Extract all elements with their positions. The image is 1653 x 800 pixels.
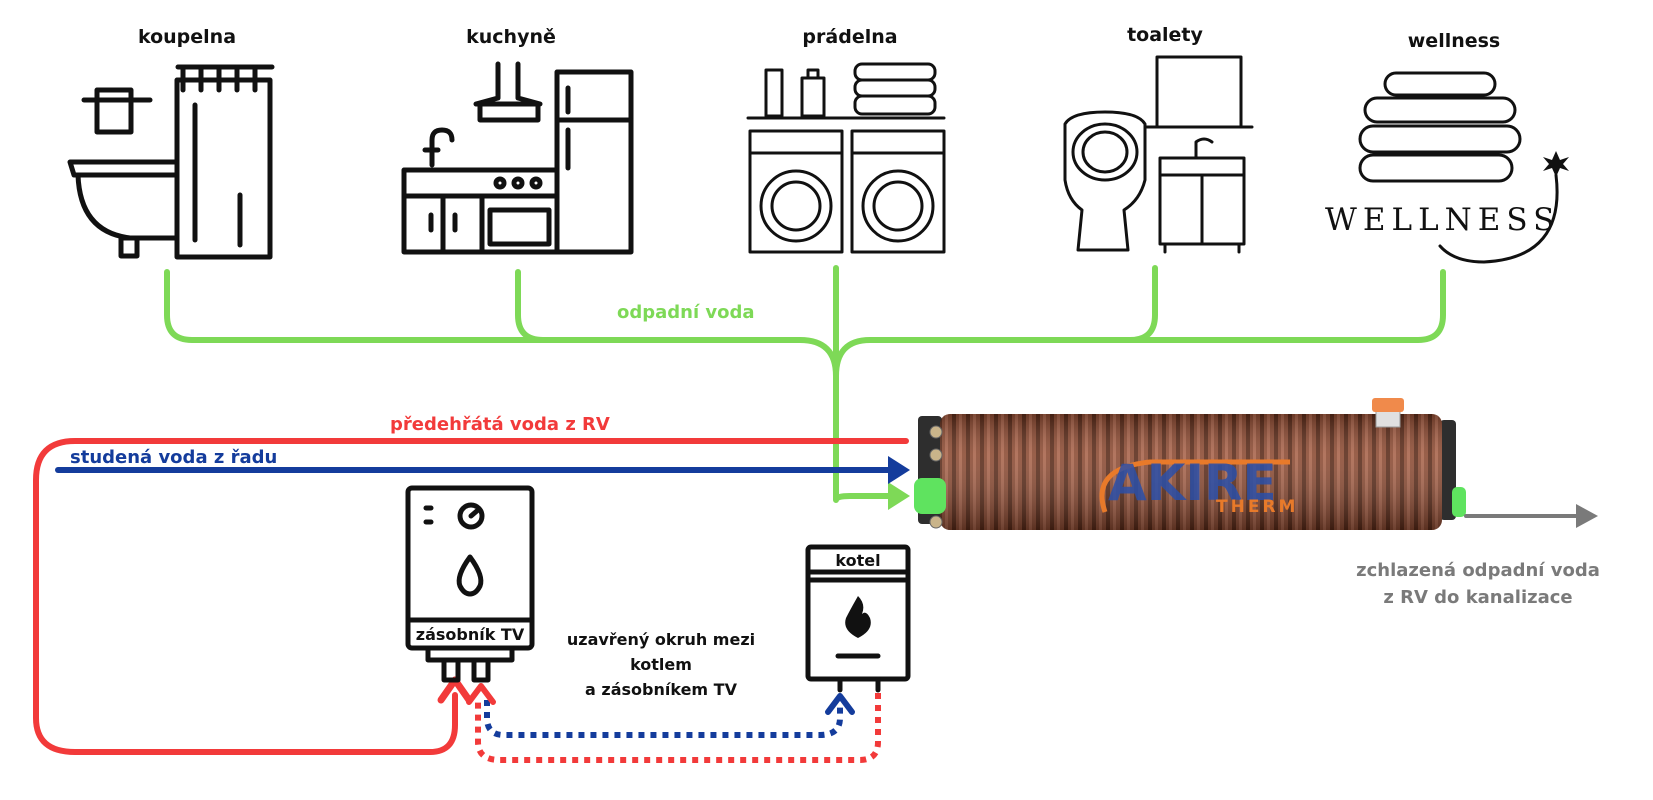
laundry-icon — [746, 62, 946, 254]
cooled-water-arrow — [1576, 504, 1598, 528]
closed-loop-supply-pipe — [484, 700, 843, 738]
boiler-label: kotel — [835, 551, 880, 570]
preheated-water-label: předehřátá voda z RV — [390, 414, 610, 435]
waste-water-arrow — [888, 482, 910, 510]
room-label-kitchen: kuchyně — [466, 26, 556, 48]
closed-loop-return-arrow — [466, 683, 496, 705]
room-label-wellness: wellness — [1408, 30, 1501, 52]
cooled-water-label-line2: z RV do kanalizace — [1383, 587, 1572, 608]
room-label-toilets: toalety — [1127, 24, 1203, 46]
preheated-water-pipe — [33, 438, 909, 755]
hot-water-tank — [405, 485, 535, 683]
closed-loop-label-line1: uzavřený okruh mezi — [567, 630, 755, 649]
closed-loop-supply-arrow — [825, 693, 855, 715]
cold-water-label: studená voda z řadu — [70, 447, 277, 468]
flame-icon — [845, 596, 871, 638]
cold-water-arrow — [888, 456, 910, 484]
cooled-water-label-line1: zchlazená odpadní voda — [1356, 560, 1600, 581]
exchanger-logo-main: AKIRE — [1108, 454, 1277, 512]
tank-label: zásobník TV — [416, 625, 525, 644]
room-label-laundry: prádelna — [802, 26, 897, 48]
boiler — [805, 544, 911, 693]
closed-loop-label-line2: kotlem — [630, 655, 692, 674]
closed-loop-return-pipe — [475, 693, 881, 763]
toilet-icon — [1063, 55, 1254, 254]
exchanger-logo-sub: THERM — [1216, 497, 1298, 517]
waste-water-pipes — [164, 265, 1446, 503]
closed-loop-label-line3: a zásobníkem TV — [585, 680, 738, 699]
bathroom-icon — [67, 64, 275, 260]
heat-exchanger: AKIRE THERM — [914, 398, 1466, 530]
waste-water-label: odpadní voda — [617, 302, 755, 323]
akire-therm-logo: AKIRE THERM — [1099, 454, 1298, 517]
flower-icon — [1543, 151, 1569, 177]
room-label-bathroom: koupelna — [138, 26, 236, 48]
wellness-icon: WELLNESS — [1325, 71, 1569, 264]
kitchen-icon — [401, 61, 634, 255]
wellness-logo-text: WELLNESS — [1325, 202, 1560, 238]
